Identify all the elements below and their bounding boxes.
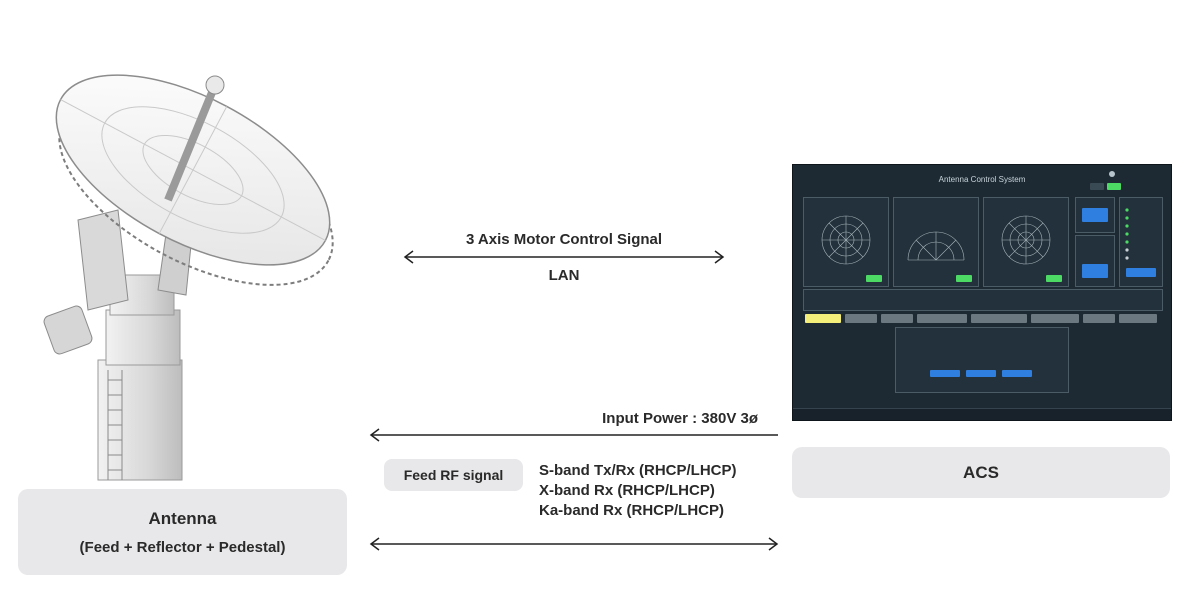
rf-double-arrow [369,537,779,551]
elevation-polar-icon [907,231,965,261]
mode-button[interactable] [881,314,913,323]
mode-button[interactable] [1083,314,1115,323]
motor-control-label: 3 Axis Motor Control Signal [465,231,663,248]
mode-button[interactable] [1031,314,1079,323]
antenna-title: Antenna [148,508,217,528]
emergency-stop-button[interactable] [1082,208,1108,222]
mode-button[interactable] [845,314,877,323]
elevation-panel [893,197,979,287]
mode-button[interactable] [1119,314,1157,323]
band-item: X-band Rx (RHCP/LHCP) [539,482,715,499]
standby-mode-panel [895,327,1069,393]
lan-double-arrow [403,250,725,264]
mode-button[interactable] [971,314,1027,323]
mode-button-standby[interactable] [805,314,841,323]
status-lights-icon [1125,208,1129,260]
input-power-label: Input Power : 380V 3ø [602,410,758,427]
antenna-box: Antenna (Feed + Reflector + Pedestal) [18,489,347,575]
status-bar [793,408,1171,420]
emergency-panel [1075,197,1115,233]
azimuth-panel [803,197,889,287]
lan-label: LAN [548,267,580,284]
azimuth-polar-icon [821,215,871,265]
control-request-button[interactable] [1082,264,1108,278]
offset-panel [803,289,1163,311]
all-status-button[interactable] [1126,268,1156,277]
standby-button[interactable] [930,370,960,377]
acs-screen-title: Antenna Control System [938,175,1026,184]
control-panel [1075,235,1115,287]
tilt-active-button[interactable] [1046,275,1062,282]
user-icon [1109,171,1115,177]
tilt-panel [983,197,1069,287]
acs-screen: Antenna Control System [792,164,1172,421]
tilt-polar-icon [1001,215,1051,265]
feed-rf-chip: Feed RF signal [384,459,523,491]
azimuth-active-button[interactable] [866,275,882,282]
feed-rf-label: Feed RF signal [403,467,504,483]
mode-toggle-alt[interactable] [1090,183,1104,190]
antenna-subtitle: (Feed + Reflector + Pedestal) [79,538,286,556]
band-item: S-band Tx/Rx (RHCP/LHCP) [539,462,737,479]
antenna-illustration [43,74,334,481]
band-list: S-band Tx/Rx (RHCP/LHCP) X-band Rx (RHCP… [539,461,737,521]
band-item: Ka-band Rx (RHCP/LHCP) [539,502,725,519]
acs-title: ACS [963,462,999,482]
stow-button[interactable] [1002,370,1032,377]
acs-box: ACS [792,447,1170,498]
status-panel [1119,197,1163,287]
power-arrow [369,428,778,442]
all-standby-button[interactable] [966,370,996,377]
mode-toggle[interactable] [1107,183,1121,190]
mode-button[interactable] [917,314,967,323]
elevation-active-button[interactable] [956,275,972,282]
